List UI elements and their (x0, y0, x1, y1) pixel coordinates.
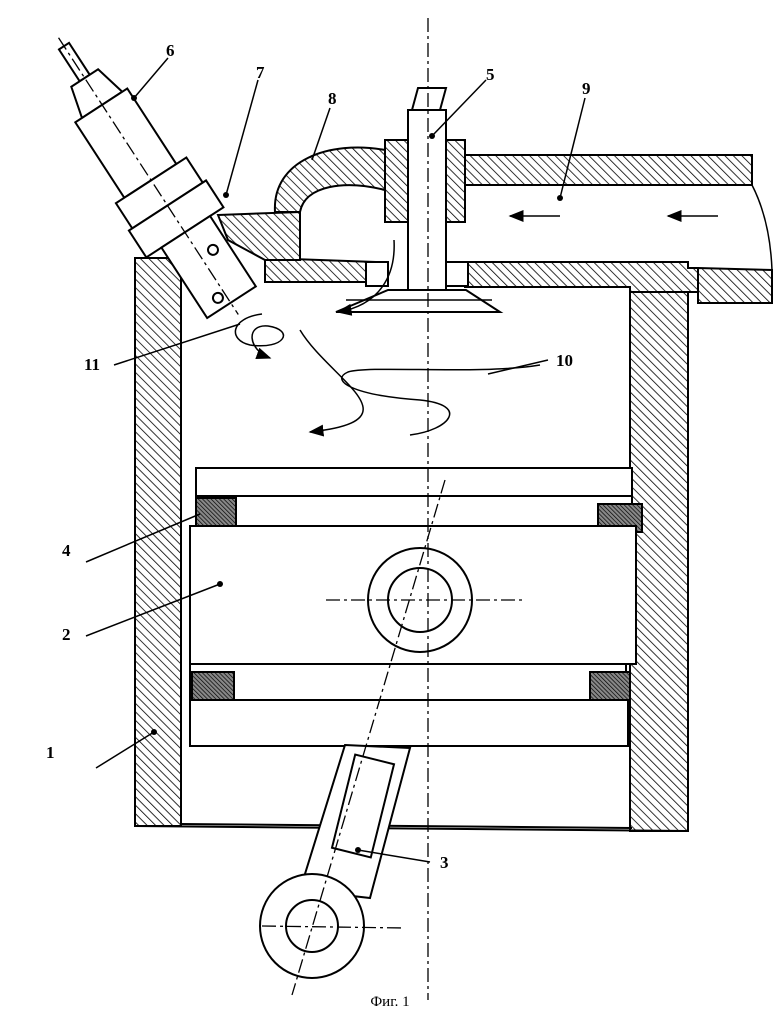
label-intake-port: 9 (582, 79, 591, 98)
rod-axis (291, 479, 446, 996)
label-piston-ring: 4 (62, 541, 71, 560)
label-bypass-channel: 8 (328, 89, 337, 108)
piston (189, 467, 643, 747)
flow-arrows (234, 210, 718, 437)
leader-dots (131, 95, 563, 853)
intake-valve (335, 87, 504, 313)
label-air-swirl: 10 (556, 351, 573, 370)
leader-lines (85, 57, 586, 863)
label-valve: 5 (486, 65, 495, 84)
injector (57, 37, 258, 320)
label-piston: 2 (62, 625, 71, 644)
label-cylinder: 1 (46, 743, 55, 762)
label-connecting-rod: 3 (440, 853, 449, 872)
cylinder-head (216, 109, 773, 311)
label-fuel-swirl: 11 (84, 355, 100, 374)
connecting-rod (259, 743, 412, 979)
figure-caption: Фиг. 1 (370, 994, 409, 1010)
label-injector-nozzle: 7 (256, 63, 265, 82)
label-injector: 6 (166, 41, 175, 60)
cylinder-walls (134, 257, 689, 832)
